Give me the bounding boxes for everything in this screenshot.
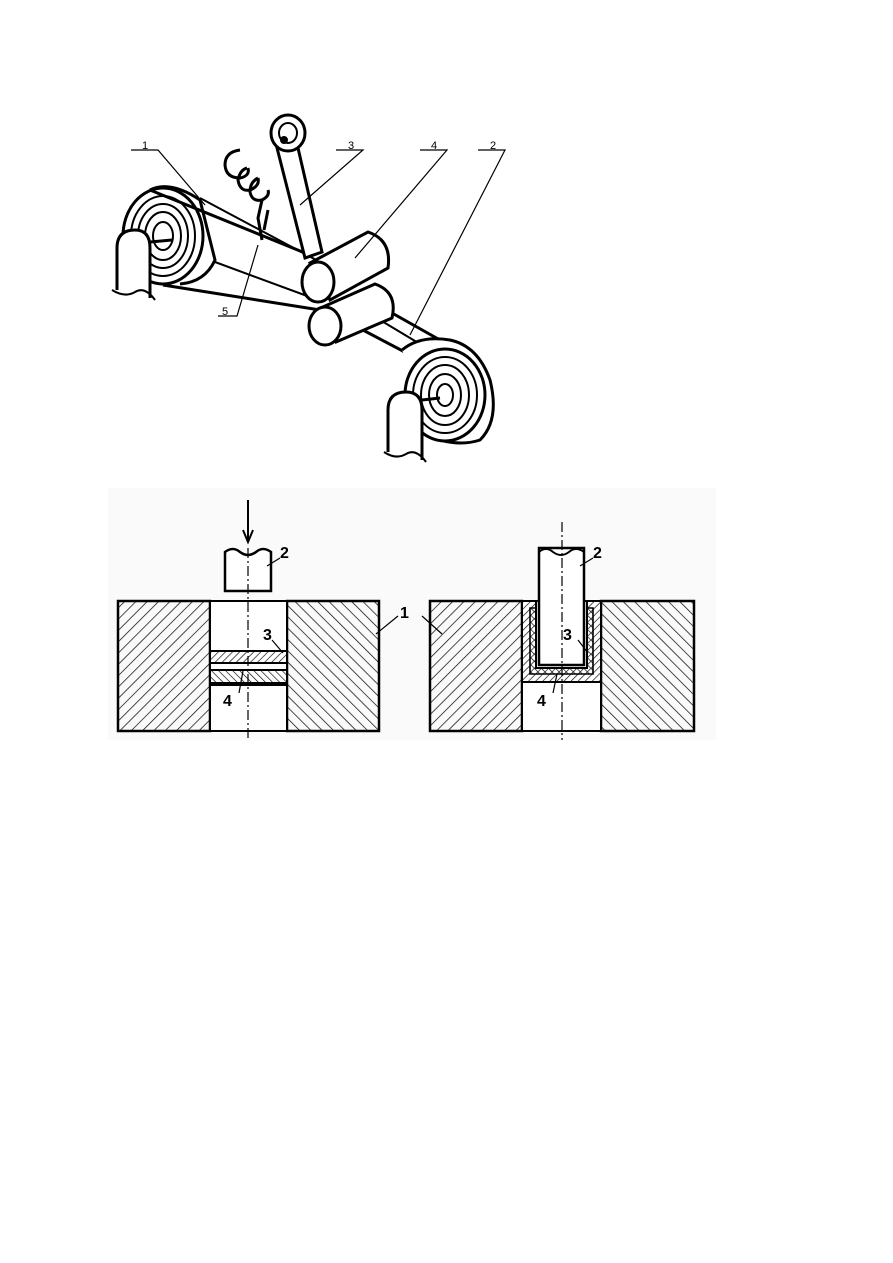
label-2: 2	[490, 140, 496, 152]
right-bearing	[383, 390, 441, 463]
right-label-2: 2	[593, 545, 602, 562]
rollers	[300, 230, 395, 347]
right-die-block-left	[428, 599, 524, 733]
left-label-4: 4	[223, 693, 232, 710]
force-arrow-head	[242, 529, 254, 545]
right-spool	[401, 337, 495, 445]
spring-wire	[223, 148, 270, 241]
left-die-block-right	[285, 599, 381, 733]
left-die-block-left	[116, 599, 212, 733]
right-section: 2 3 4	[421, 522, 696, 740]
label-5: 5	[222, 306, 228, 318]
right-label-4: 4	[537, 693, 546, 710]
left-label-3: 3	[263, 627, 272, 644]
label-1: 1	[142, 140, 148, 152]
left-label-2: 2	[280, 545, 289, 562]
right-cup-4	[529, 607, 594, 675]
right-label-3: 3	[563, 627, 572, 644]
left-bearing	[111, 228, 173, 301]
die-section-figure: 2 3 4 1 2 3 4	[108, 488, 716, 740]
right-die-block-right	[599, 599, 696, 733]
tensioner-arm	[269, 113, 324, 260]
leader-lines	[131, 149, 506, 336]
roll-bonding-figure: 1 3 4 2 5	[111, 113, 506, 463]
left-section: 2 3 4 1	[116, 500, 409, 740]
label-3: 3	[348, 140, 354, 152]
label-4: 4	[431, 140, 437, 152]
die-label-1: 1	[400, 605, 409, 622]
